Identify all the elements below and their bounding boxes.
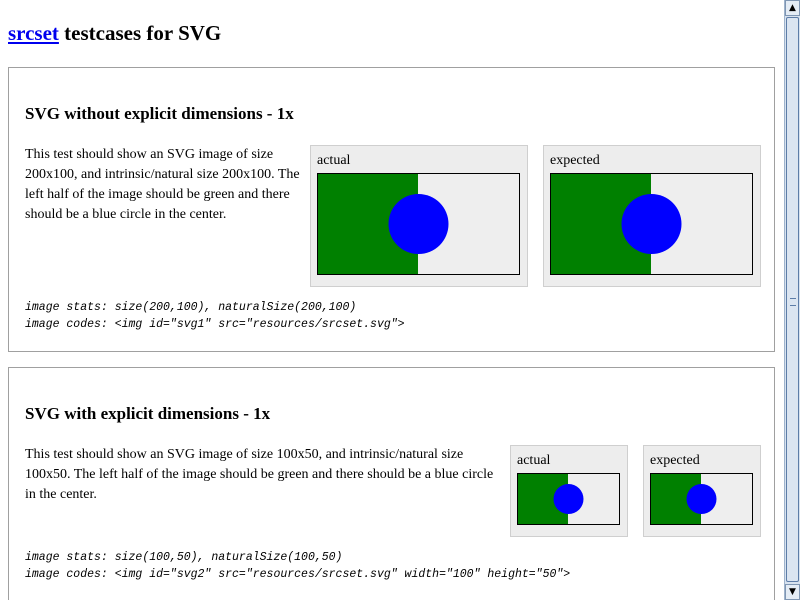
expected-svg-image bbox=[550, 173, 753, 275]
page-title: srcset testcases for SVG bbox=[8, 19, 221, 47]
page-title-text: testcases for SVG bbox=[58, 21, 222, 45]
section-description: This test should show an SVG image of si… bbox=[25, 447, 494, 502]
scrollbar-thumb[interactable] bbox=[786, 17, 799, 582]
expected-label: expected bbox=[650, 453, 700, 468]
srcset-link[interactable]: srcset bbox=[8, 21, 59, 45]
test-section-svg1: SVG without explicit dimensions - 1x Thi… bbox=[8, 67, 775, 352]
actual-label: actual bbox=[517, 453, 551, 468]
image-stats: image stats: size(100,50), naturalSize(1… bbox=[25, 551, 343, 564]
actual-card: actual bbox=[510, 445, 628, 537]
actual-label: actual bbox=[317, 153, 351, 168]
expected-card: expected bbox=[643, 445, 761, 537]
actual-svg-image bbox=[517, 473, 620, 525]
arrow-down-icon[interactable]: ▼ bbox=[785, 584, 800, 600]
arrow-up-icon[interactable]: ▲ bbox=[785, 0, 800, 16]
expected-card: expected bbox=[543, 145, 761, 287]
vertical-scrollbar[interactable]: ▲ ▼ bbox=[784, 0, 800, 600]
image-stats-block: image stats: size(200,100), naturalSize(… bbox=[25, 299, 405, 333]
expected-svg-image bbox=[650, 473, 753, 525]
test-section-svg2: SVG with explicit dimensions - 1x This t… bbox=[8, 367, 775, 600]
actual-svg-image bbox=[317, 173, 520, 275]
image-codes: image codes: <img id="svg2" src="resourc… bbox=[25, 568, 571, 581]
grip-icon bbox=[790, 298, 796, 306]
image-stats: image stats: size(200,100), naturalSize(… bbox=[25, 301, 357, 314]
image-codes: image codes: <img id="svg1" src="resourc… bbox=[25, 318, 405, 331]
section-description: This test should show an SVG image of si… bbox=[25, 147, 300, 222]
expected-label: expected bbox=[550, 153, 600, 168]
section-heading: SVG without explicit dimensions - 1x bbox=[25, 104, 294, 123]
section-heading: SVG with explicit dimensions - 1x bbox=[25, 404, 271, 423]
image-stats-block: image stats: size(100,50), naturalSize(1… bbox=[25, 549, 570, 583]
actual-card: actual bbox=[310, 145, 528, 287]
